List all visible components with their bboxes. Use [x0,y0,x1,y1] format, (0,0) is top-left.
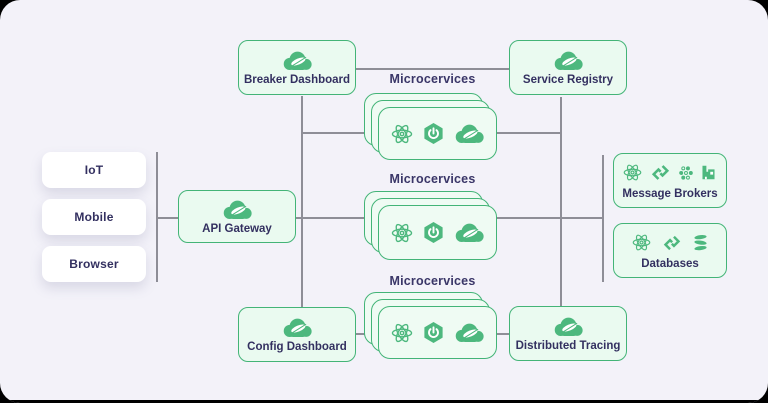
factory-icon [700,164,717,181]
node-label: Config Dashboard [247,340,347,353]
connector-breaker-registry [356,68,509,70]
node-service-registry: Service Registry [509,40,627,95]
connector-stack-tracing [497,333,509,335]
stack-label-bottom: Microcervices [389,274,476,288]
connector-top-stack-right [497,132,561,134]
stack-microservices-bottom [364,292,497,359]
spring-cloud-icon [454,322,485,343]
node-label: Service Registry [522,73,614,86]
stack-card-front [378,205,497,260]
icon-row [632,232,708,254]
react-icon [623,163,642,182]
node-label: Breaker Dashboard [243,73,351,86]
client-node-iot: IoT [42,152,146,188]
node-message-brokers: Message Brokers [613,153,727,208]
node-config-dashboard: Config Dashboard [238,307,356,362]
spring-boot-icon [422,221,445,244]
coil-icon [693,234,708,252]
react-icon [391,322,413,344]
client-label: Mobile [74,210,114,224]
spring-boot-icon [422,321,445,344]
node-databases: Databases [613,223,727,278]
connector-registry-tracing-vertical [560,97,562,306]
spring-cloud-icon [553,50,584,71]
client-node-browser: Browser [42,246,146,282]
link-icon [649,161,672,184]
spring-boot-icon [422,122,445,145]
node-label: Message Brokers [622,188,718,200]
stack-microservices-top [364,93,497,160]
stack-card-front [378,107,497,160]
spring-cloud-icon [553,316,584,337]
icon-row [623,161,717,184]
react-icon [391,123,413,145]
node-label: API Gateway [202,222,272,235]
stack-label-middle: Microcervices [389,172,476,186]
molecule-icon [679,166,693,180]
spring-cloud-icon [454,222,485,243]
node-label: Distributed Tracing [515,339,621,352]
spring-cloud-icon [222,199,253,220]
stack-microservices-middle [364,191,497,260]
node-label: Databases [641,257,699,270]
node-api-gateway: API Gateway [178,190,296,243]
connector-top-stack-left [302,132,380,134]
client-node-mobile: Mobile [42,199,146,235]
spring-cloud-icon [454,123,485,144]
node-distributed-tracing: Distributed Tracing [509,306,627,361]
client-label: Browser [69,257,119,271]
stack-label-top: Microcervices [389,72,476,86]
client-label: IoT [84,163,104,177]
connector-breaker-config-vertical [301,96,303,307]
spring-cloud-icon [282,317,313,338]
stack-card-front [378,306,497,359]
spring-cloud-icon [282,50,313,71]
node-breaker-dashboard: Breaker Dashboard [238,40,356,95]
connector-brokers-bracket [602,155,604,282]
react-icon [391,222,413,244]
connector-clients-gateway [157,217,179,219]
link-icon [661,232,683,254]
react-icon [632,233,651,252]
